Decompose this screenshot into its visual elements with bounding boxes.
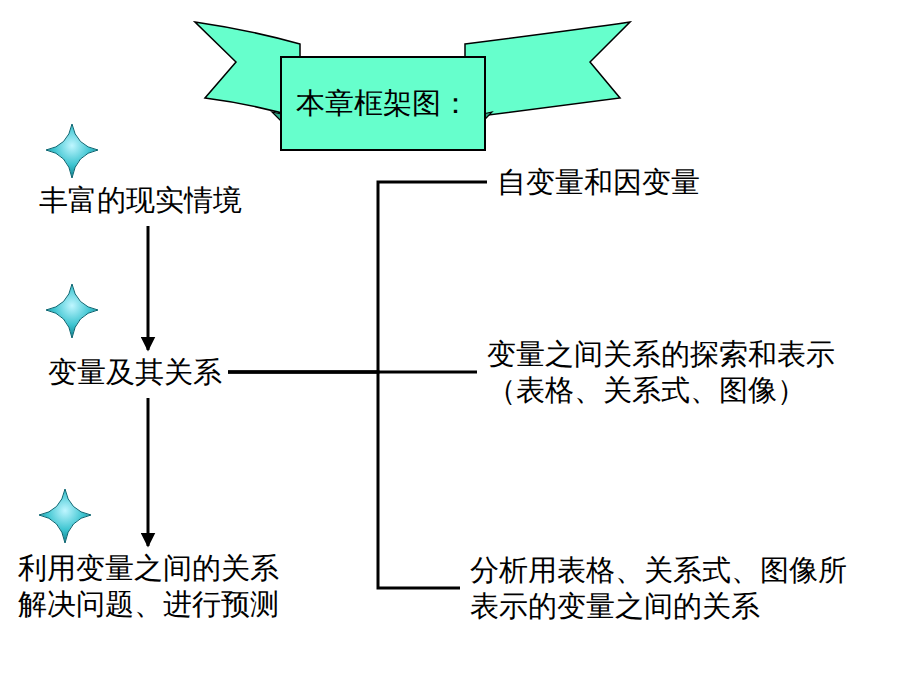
text-node: 分析用表格、关系式、图像所 表示的变量之间的关系 (470, 552, 847, 624)
ribbon-right-wing (465, 22, 630, 118)
star-icon (46, 284, 98, 338)
text-node: 利用变量之间的关系 解决问题、进行预测 (18, 550, 279, 622)
star-icon (39, 489, 91, 543)
flow-arrow (147, 398, 150, 546)
node-text: 自变量和因变量 (497, 164, 700, 200)
text-node: 丰富的现实情境 (39, 182, 242, 218)
node-text: 变量及其关系 (48, 354, 222, 390)
bracket-line (228, 182, 487, 372)
star-icon (46, 124, 98, 178)
node-text: 丰富的现实情境 (39, 182, 242, 218)
text-node: 变量之间关系的探索和表示 （表格、关系式、图像） (487, 336, 835, 408)
node-text: 分析用表格、关系式、图像所 表示的变量之间的关系 (470, 552, 847, 624)
title-banner: 本章框架图： (280, 56, 486, 151)
node-text: 变量之间关系的探索和表示 （表格、关系式、图像） (487, 336, 835, 408)
node-text: 利用变量之间的关系 解决问题、进行预测 (18, 550, 279, 622)
text-node: 自变量和因变量 (497, 164, 700, 200)
flow-arrow (147, 226, 150, 350)
banner-text: 本章框架图： (296, 85, 470, 121)
text-node: 变量及其关系 (48, 354, 222, 390)
